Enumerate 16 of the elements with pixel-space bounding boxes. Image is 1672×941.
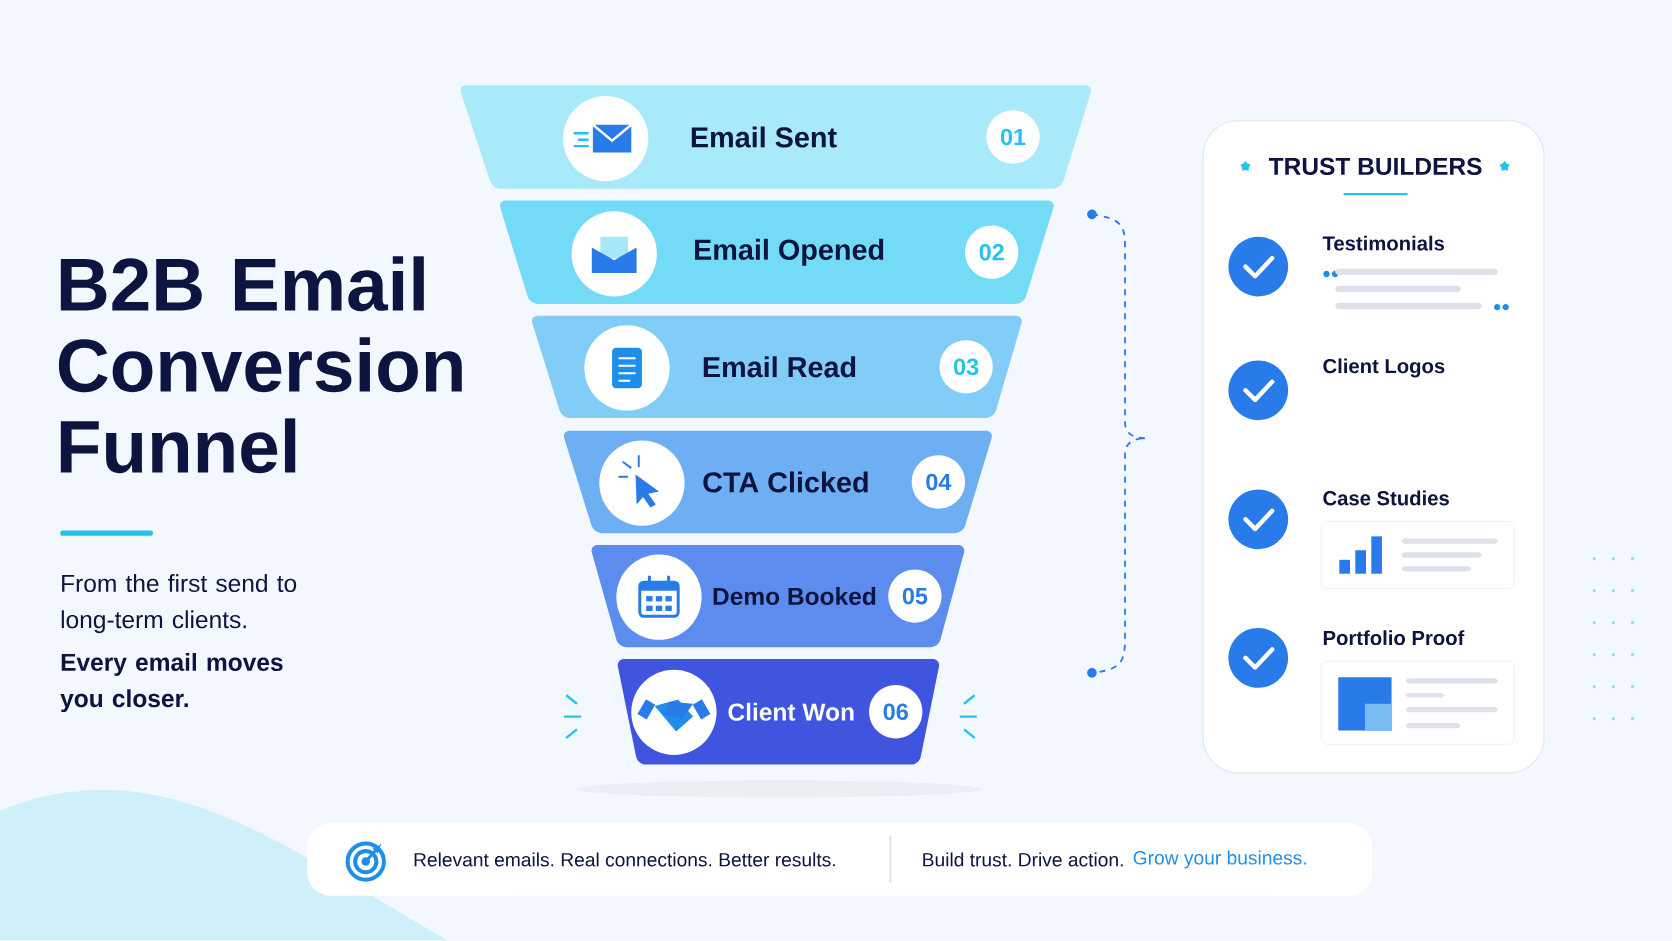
item-heading: Client Logos bbox=[1323, 358, 1445, 378]
number-badge: 05 bbox=[888, 569, 942, 623]
number-badge: 04 bbox=[911, 455, 966, 509]
number-badge: 06 bbox=[869, 685, 923, 739]
title: B2B Email Conversion Funnel bbox=[58, 256, 462, 474]
item-heading: Portfolio Proof bbox=[1323, 630, 1465, 646]
subtitle: From the first send to long-term clients. bbox=[61, 574, 297, 634]
item-heading: Case Studies bbox=[1323, 490, 1449, 506]
number-badge: 01 bbox=[986, 110, 1040, 164]
footer-text: Relevant emails. Real connections. Better results. bbox=[414, 852, 835, 867]
number-badge: 02 bbox=[965, 225, 1019, 280]
footer-text: Build trust. Drive action. bbox=[923, 852, 1123, 867]
tagline: Every email moves you closer. bbox=[60, 653, 283, 713]
item-heading: Testimonials bbox=[1322, 235, 1445, 251]
number-badge: 03 bbox=[939, 340, 993, 394]
footer-link: Grow your business. bbox=[1133, 850, 1306, 869]
